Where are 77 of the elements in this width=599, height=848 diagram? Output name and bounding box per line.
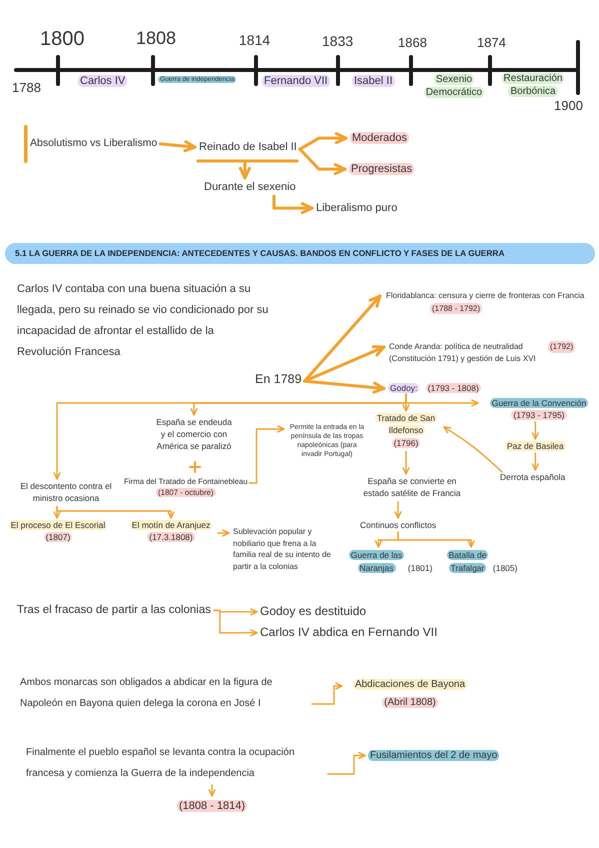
section-heading: 5.1 LA GUERRA DE LA INDEPENDENCIA: ANTECEDENTES Y CAUSAS. BANDOS EN CONFLICTO Y FASES DE LA GUERRA xyxy=(5,243,595,264)
arrow xyxy=(532,421,539,440)
note-text: España se endeuda y el comercio con América se paralizó xyxy=(154,417,234,453)
note-text: Godoy: xyxy=(388,383,420,393)
note-text: El descontento contra el ministro ocasiona xyxy=(10,481,122,505)
note-text: El motín de Aranjuez xyxy=(130,520,212,532)
note-text: Reinado de Isabel II xyxy=(199,140,297,154)
note-text: Floridablanca: censura y cierre de fronteras con Francia xyxy=(386,290,584,302)
note-text: España se convierte en estado satélite de Francia xyxy=(356,476,468,500)
date-text: (1805) xyxy=(492,562,518,573)
note-text: El proceso de El Escorial xyxy=(8,520,108,532)
note-text: Conde Aranda: política de neutralidad (Constitución 1791) y gestión de Luis XVI xyxy=(389,341,537,364)
arrow xyxy=(238,160,251,180)
note-text: Abdicaciones de Bayona xyxy=(352,678,468,691)
note-text: Tratado de San Ildefonso xyxy=(374,413,438,437)
arrow xyxy=(327,752,366,775)
arrow xyxy=(272,194,314,214)
arrow xyxy=(298,148,346,176)
note-text: Moderados xyxy=(350,131,410,146)
timeline-year: 1814 xyxy=(239,31,270,50)
arrow xyxy=(217,529,230,537)
note-text: Finalmente el pueblo español se levanta contra la ocupación francesa y comienza la Guerra de la independencia xyxy=(26,742,326,784)
arrow xyxy=(311,682,343,705)
note-text: Liberalismo puro xyxy=(316,201,398,216)
note-text: Fusilamientos del 2 de mayo xyxy=(368,749,500,762)
arrow xyxy=(402,450,410,475)
arrow xyxy=(397,531,475,548)
timeline-year: 1868 xyxy=(398,35,427,52)
timeline-year: 1808 xyxy=(136,27,176,50)
timeline-year: 1788 xyxy=(12,80,41,97)
date-text: (1807) xyxy=(44,532,72,544)
period-label: Sexenio Democrático xyxy=(422,73,486,99)
note-text: Batalla de Trafalgar xyxy=(446,549,490,574)
period-label: Carlos IV xyxy=(78,74,128,88)
note-text: Tras el fracaso de partir a las colonias xyxy=(17,603,211,618)
arrow xyxy=(443,426,503,473)
arrow xyxy=(158,140,196,152)
arrow xyxy=(532,452,539,471)
note-text: Sublevación popular y nobiliario que frena a la familia real de su intento de partir a la colonias xyxy=(233,526,341,572)
arrow xyxy=(298,132,348,151)
date-text: (1788 - 1792) xyxy=(430,302,482,314)
note-text: Absolutismo vs Liberalismo xyxy=(30,137,158,151)
arrow xyxy=(248,425,285,484)
timeline-year: 1833 xyxy=(322,32,354,50)
note-text: Continuos conflictos xyxy=(360,520,436,532)
period-label: Restauración Borbónica xyxy=(500,72,566,98)
date-text: (1796) xyxy=(392,438,420,450)
note-text: Guerra de las Naranjas xyxy=(348,549,406,574)
period-label: Isabel II xyxy=(352,74,395,88)
note-text: Guerra de la Convención xyxy=(490,398,588,410)
arrow xyxy=(213,610,258,636)
note-text: Carlos IV abdica en Fernando VII xyxy=(260,625,438,641)
note-text: Godoy es destituido xyxy=(260,604,366,620)
note-text: Progresistas xyxy=(349,162,414,176)
date-text: (1793 - 1795) xyxy=(511,410,567,422)
arrow xyxy=(394,501,402,519)
arrow xyxy=(303,345,386,383)
timeline-year: 1800 xyxy=(40,27,84,52)
timeline-year: 1900 xyxy=(554,98,583,115)
note-text: Paz de Basilea xyxy=(505,441,566,452)
date-text: (1793 - 1808) xyxy=(426,383,481,393)
note-text: Durante el sexenio xyxy=(204,180,296,194)
timeline-year: 1874 xyxy=(477,35,506,52)
note-text: Ambos monarcas son obligados a abdicar en la figura de Napoleón en Bayona quien delega la corona en José I xyxy=(20,672,310,714)
note-text: Derrota española xyxy=(500,472,566,484)
date-text: (1792) xyxy=(548,341,576,353)
date-text: (1808 - 1814) xyxy=(177,799,248,814)
arrow xyxy=(303,380,386,394)
date-text: (1801) xyxy=(408,562,432,573)
arrow xyxy=(56,506,175,519)
note-text: En 1789 xyxy=(255,371,302,388)
paragraph-text: Carlos IV contaba con una buena situación a su llegada, pero su reinado se vio condicionado por su incapacidad de afrontar el estallido de la Revolución Francesa xyxy=(17,282,269,360)
arrow xyxy=(402,393,410,412)
arrow xyxy=(208,784,216,797)
date-text: (Abril 1808) xyxy=(382,696,438,709)
date-text: (17.3.1808) xyxy=(147,532,195,544)
period-label: Fernando VII xyxy=(262,74,330,88)
